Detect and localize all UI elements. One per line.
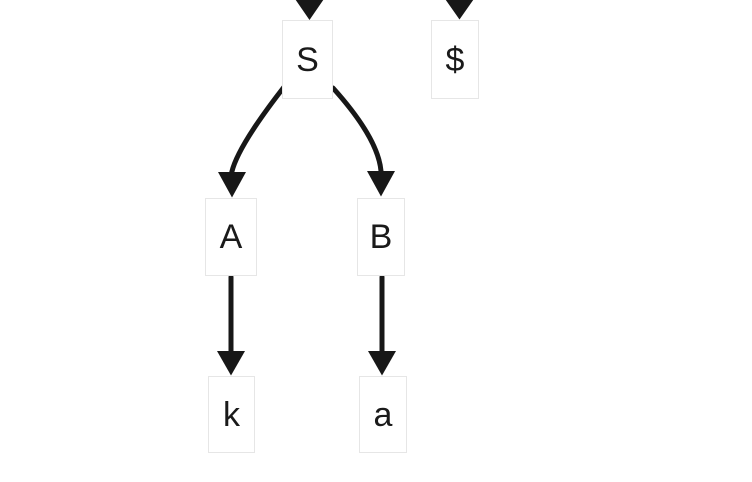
node-B: B	[357, 198, 405, 276]
node-a-label: a	[373, 395, 393, 434]
arrowhead-S-to-A-icon	[218, 172, 246, 198]
node-k: k	[208, 376, 255, 453]
edge-S-to-A	[229, 84, 287, 175]
arrowhead-into-S-icon	[295, 0, 324, 20]
node-A-label: A	[219, 218, 243, 256]
node-a: a	[359, 376, 407, 453]
node-B-label: B	[369, 218, 393, 256]
node-S-label: S	[296, 40, 319, 79]
node-A: A	[205, 198, 257, 276]
node-k-label: k	[223, 395, 240, 434]
node-dollar-label: $	[445, 40, 465, 79]
arrowhead-into-dollar-icon	[445, 0, 474, 20]
node-dollar: $	[431, 20, 479, 99]
arrowhead-A-to-k-icon	[217, 351, 245, 376]
arrowhead-B-to-a-icon	[368, 351, 396, 376]
arrowhead-S-to-B-icon	[367, 171, 395, 197]
edge-S-to-B	[330, 85, 384, 174]
node-S: S	[282, 20, 333, 99]
